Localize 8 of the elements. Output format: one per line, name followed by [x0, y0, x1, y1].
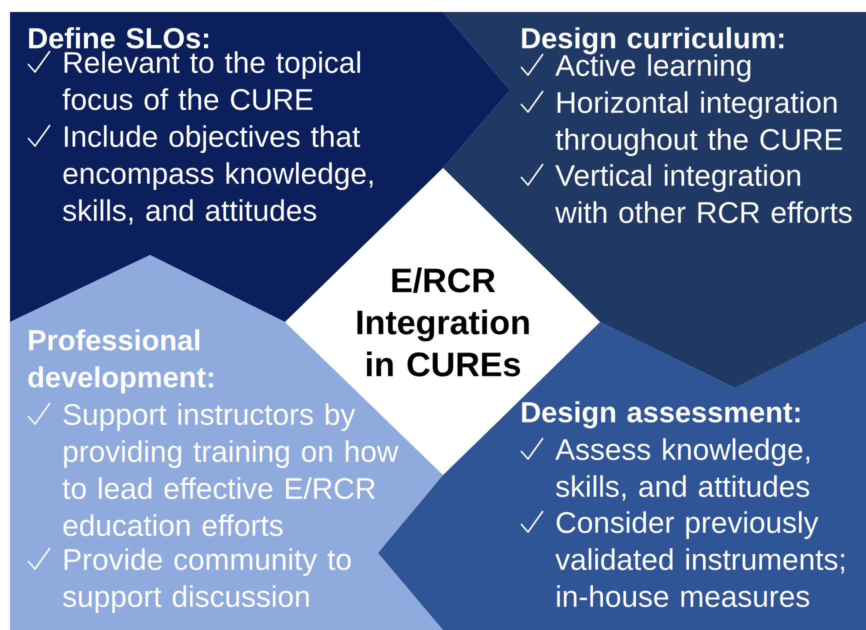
- panel-heading: Professional development:: [28, 329, 213, 394]
- panel-heading: Define SLOs:: [29, 27, 208, 48]
- bullet-text: Horizontal integration throughout the CURE: [556, 91, 842, 156]
- bullet-text: Provide community to support discussion: [63, 548, 351, 613]
- bullet-text: Active learning: [555, 54, 750, 82]
- bullet-text: Relevant to the topical focus of the CURE: [62, 51, 360, 110]
- bullet-text: Consider previously validated instruments; in-house measures: [555, 511, 844, 608]
- panel-heading: Design curriculum:: [522, 27, 784, 54]
